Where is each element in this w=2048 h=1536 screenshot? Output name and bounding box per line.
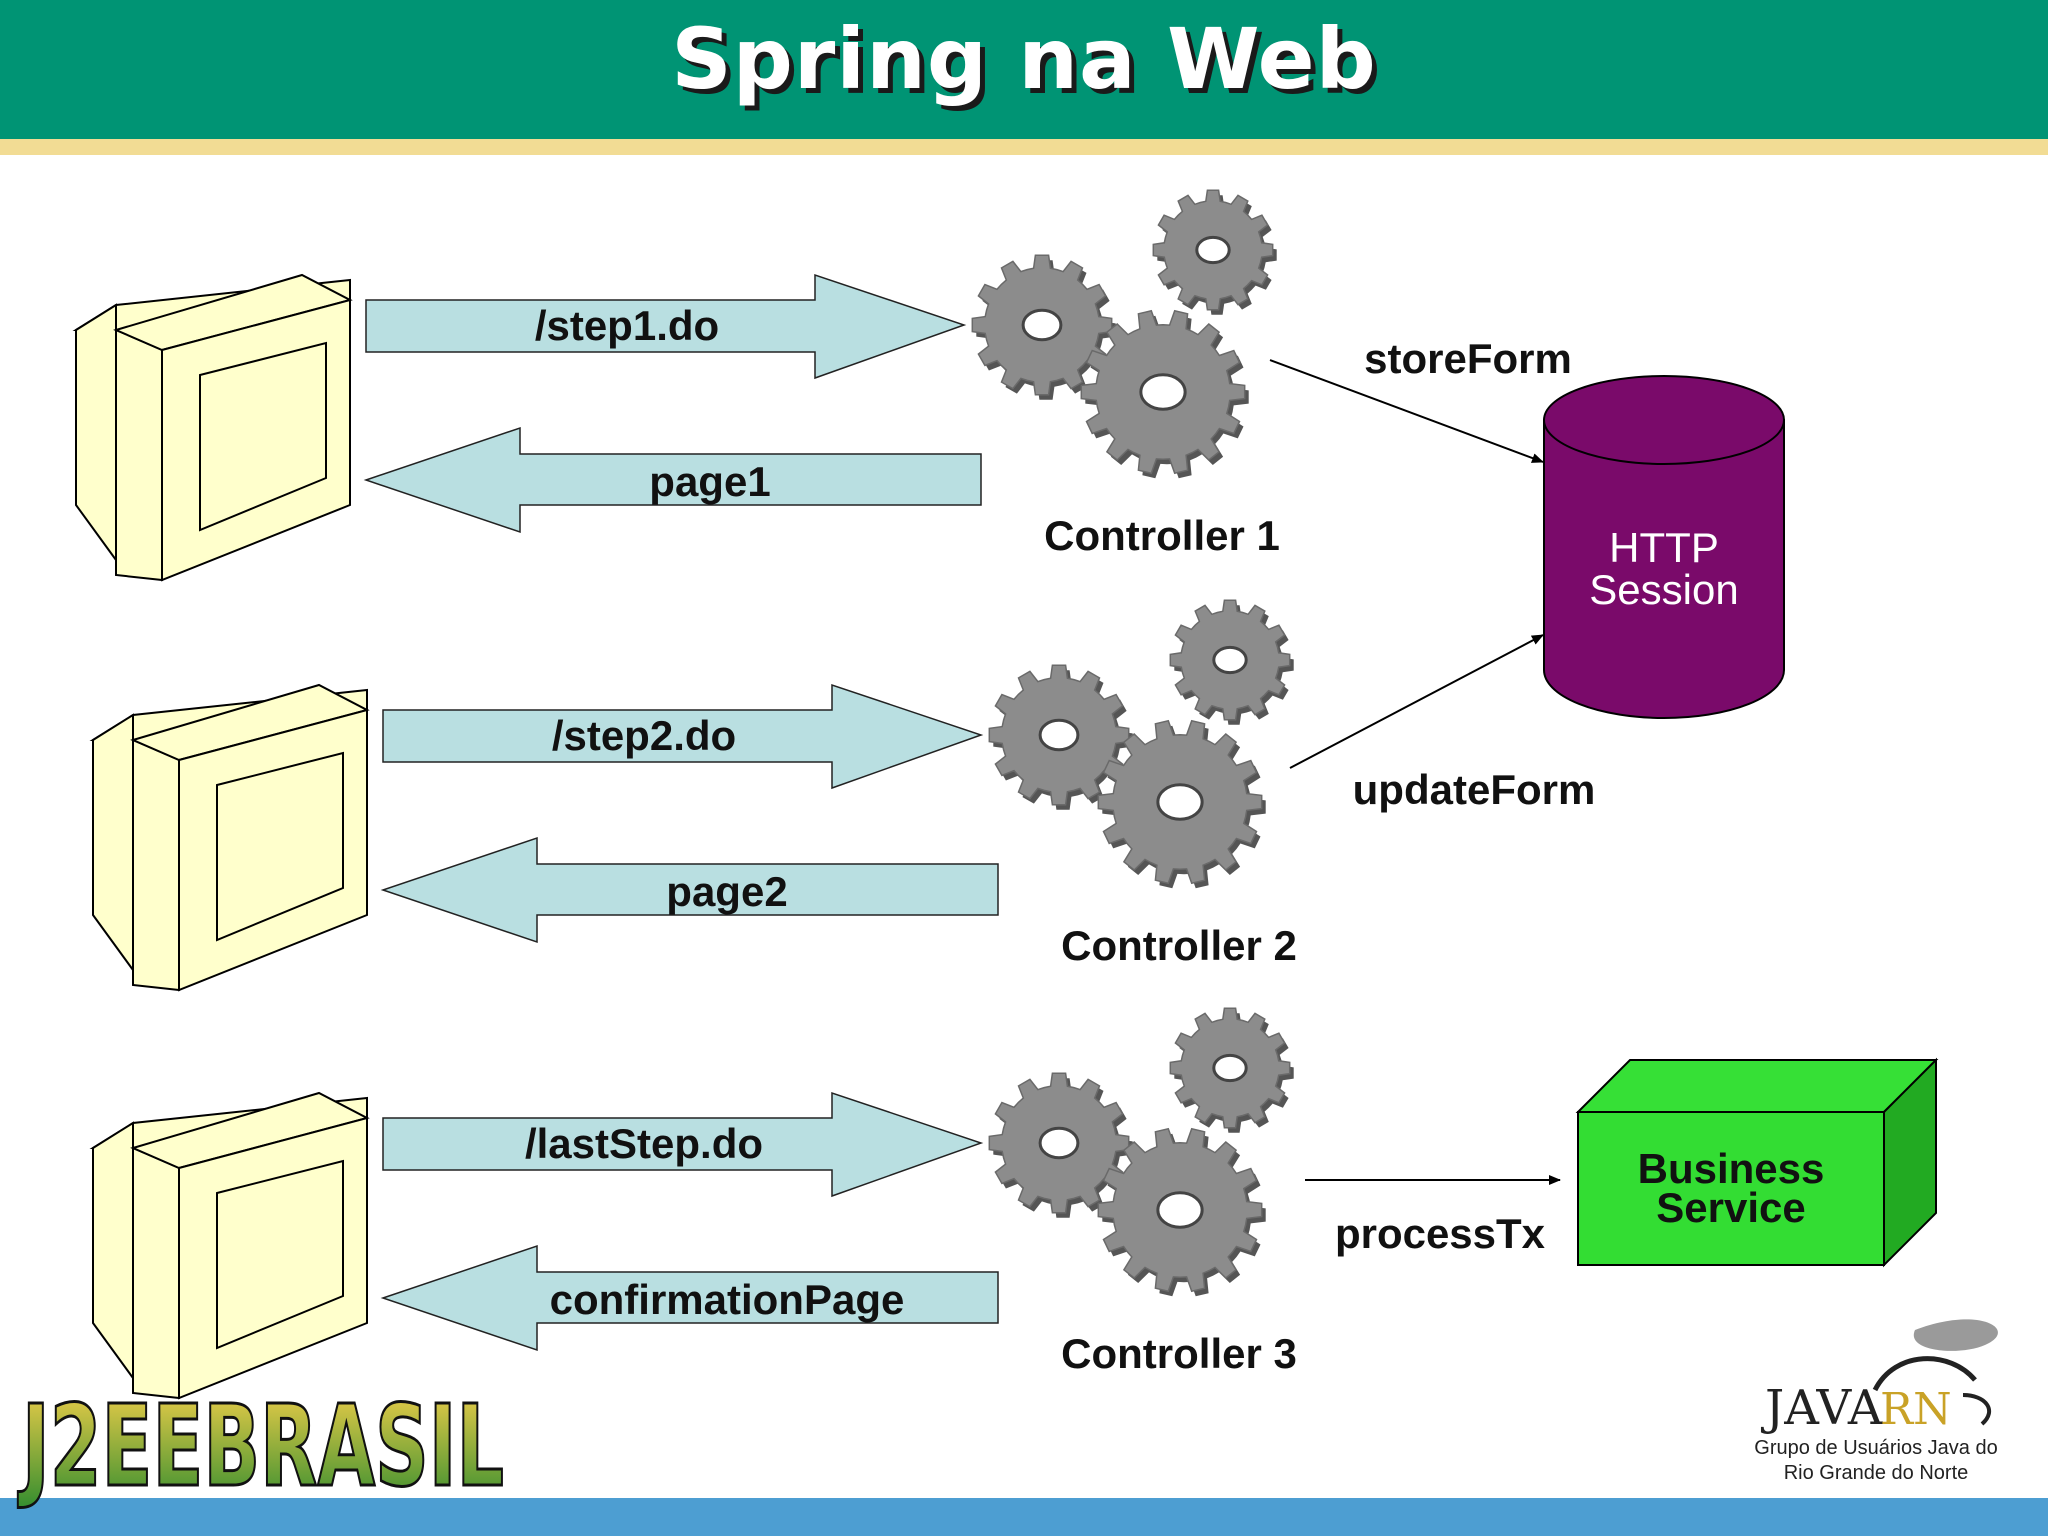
- header-stripe: [0, 139, 2048, 155]
- footer-bar: [0, 1498, 2048, 1536]
- process-tx-label: processTx: [1335, 1210, 1546, 1257]
- update-form-arrow: [1289, 634, 1544, 769]
- store-form-arrow: [1269, 359, 1544, 463]
- group-name-line1: Grupo de Usuários Java do: [1754, 1437, 1997, 1459]
- j2ee-brasil-logo: J2EEBRASIL: [16, 1381, 506, 1514]
- group-name-line2: Rio Grande do Norte: [1784, 1462, 1969, 1484]
- update-form-label: updateForm: [1353, 766, 1596, 813]
- client-monitor-2: [89, 683, 370, 992]
- response-label-3: confirmationPage: [550, 1276, 905, 1323]
- gear-icon: [988, 599, 1294, 889]
- java-wordmark: JAVA: [1760, 1380, 1884, 1436]
- business-label-line2: Service: [1656, 1184, 1805, 1231]
- response-arrow-3: confirmationPage: [380, 1244, 999, 1352]
- client-monitor-3: [89, 1091, 370, 1400]
- controller-label-1: Controller 1: [1044, 512, 1280, 559]
- controller-label-2: Controller 2: [1061, 922, 1297, 969]
- http-session-store: HTTP Session: [1543, 375, 1785, 719]
- gear-icon: [971, 189, 1277, 479]
- response-arrow-1: page1: [363, 426, 982, 534]
- session-label-line2: Session: [1589, 566, 1738, 613]
- request-arrow-1: /step1.do: [365, 273, 967, 380]
- store-form-label: storeForm: [1364, 335, 1572, 382]
- client-monitor-1: [72, 273, 353, 582]
- request-arrow-2: /step2.do: [382, 683, 984, 790]
- controller-label-3: Controller 3: [1061, 1330, 1297, 1377]
- java-rn-logo: JAVA RN Grupo de Usuários Java do Rio Gr…: [1754, 1319, 1998, 1484]
- response-label-2: page2: [666, 868, 787, 915]
- j2ee-brasil-wordmark: J2EEBRASIL: [17, 1382, 504, 1512]
- session-label-line1: HTTP: [1609, 524, 1719, 571]
- header-bar: [0, 0, 2048, 139]
- business-label-line1: Business: [1638, 1145, 1825, 1192]
- response-label-1: page1: [649, 458, 770, 505]
- request-label-1: /step1.do: [535, 302, 719, 349]
- rn-wordmark: RN: [1880, 1384, 1952, 1435]
- gear-icon: [988, 1007, 1294, 1297]
- request-arrow-3: /lastStep.do: [382, 1091, 984, 1198]
- slide-title: Spring na Web: [671, 10, 1377, 108]
- request-label-2: /step2.do: [552, 712, 736, 759]
- request-label-3: /lastStep.do: [525, 1120, 763, 1167]
- business-service-box: Business Service: [1575, 1057, 1939, 1268]
- response-arrow-2: page2: [380, 836, 999, 944]
